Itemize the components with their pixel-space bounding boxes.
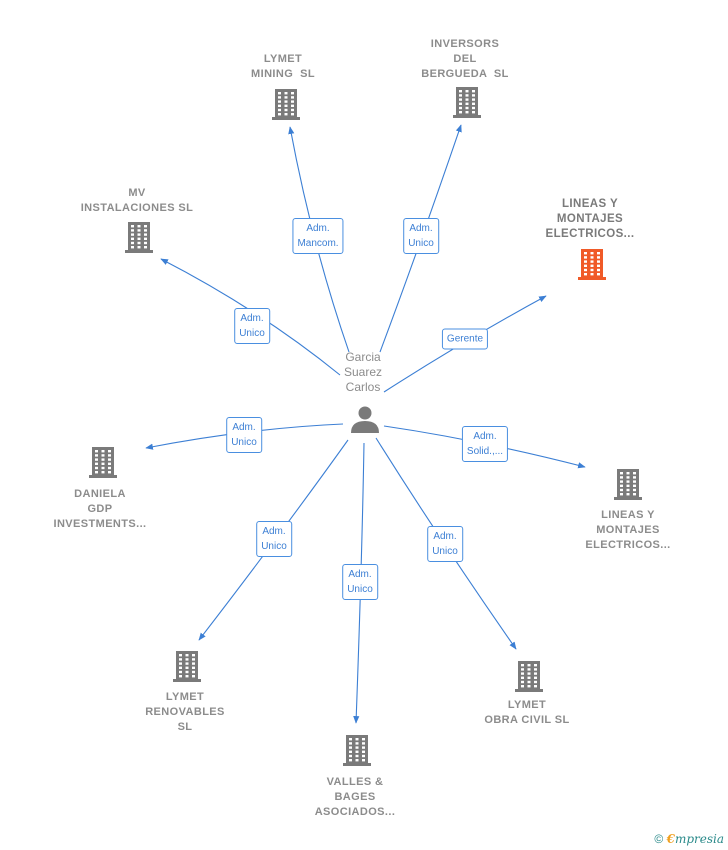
building-icon [515,661,543,692]
role-badge-valles-bages: Adm. Unico [342,564,378,600]
company-label-lymet-obra[interactable]: LYMET OBRA CIVIL SL [484,699,570,726]
building-icon [578,249,606,280]
role-badge-mv-instalaciones: Adm. Unico [234,308,270,344]
building-icon [125,222,153,253]
building-icon [272,89,300,120]
company-label-inversors[interactable]: INVERSORS DEL BERGUEDA SL [421,38,509,80]
company-label-lineas-main[interactable]: LINEAS Y MONTAJES ELECTRICOS... [545,198,635,240]
building-icon [173,651,201,682]
brand-rest: mpresia [674,832,724,846]
company-label-lymet-renovables[interactable]: LYMET RENOVABLES SL [145,691,225,733]
role-badge-lymet-obra: Adm. Unico [427,526,463,562]
role-badge-lineas-2: Adm. Solid.,... [461,426,509,462]
company-label-valles-bages[interactable]: VALLES & BAGES ASOCIADOS... [314,776,396,818]
company-label-daniela[interactable]: DANIELA GDP INVESTMENTS... [53,488,147,530]
building-icon [89,447,117,478]
company-label-lymet-mining[interactable]: LYMET MINING SL [251,53,315,80]
role-badge-lineas-main: Gerente [441,328,489,350]
building-icon [453,87,481,118]
copyright-symbol: © [654,832,664,846]
company-label-mv-instalaciones[interactable]: MV INSTALACIONES SL [80,187,194,214]
building-icon [343,735,371,766]
building-icon [614,469,642,500]
role-badge-inversors: Adm. Unico [403,218,439,254]
company-label-lineas-2[interactable]: LINEAS Y MONTAJES ELECTRICOS... [585,509,671,551]
role-badge-daniela: Adm. Unico [226,417,262,453]
role-badge-lymet-renovables: Adm. Unico [256,521,292,557]
brand-initial: € [666,832,675,846]
role-badge-lymet-mining: Adm. Mancom. [292,218,344,254]
person-icon[interactable] [351,406,379,434]
person-name[interactable]: Garcia Suarez Carlos [343,350,383,394]
empresia-watermark: © €mpresia [654,832,724,846]
